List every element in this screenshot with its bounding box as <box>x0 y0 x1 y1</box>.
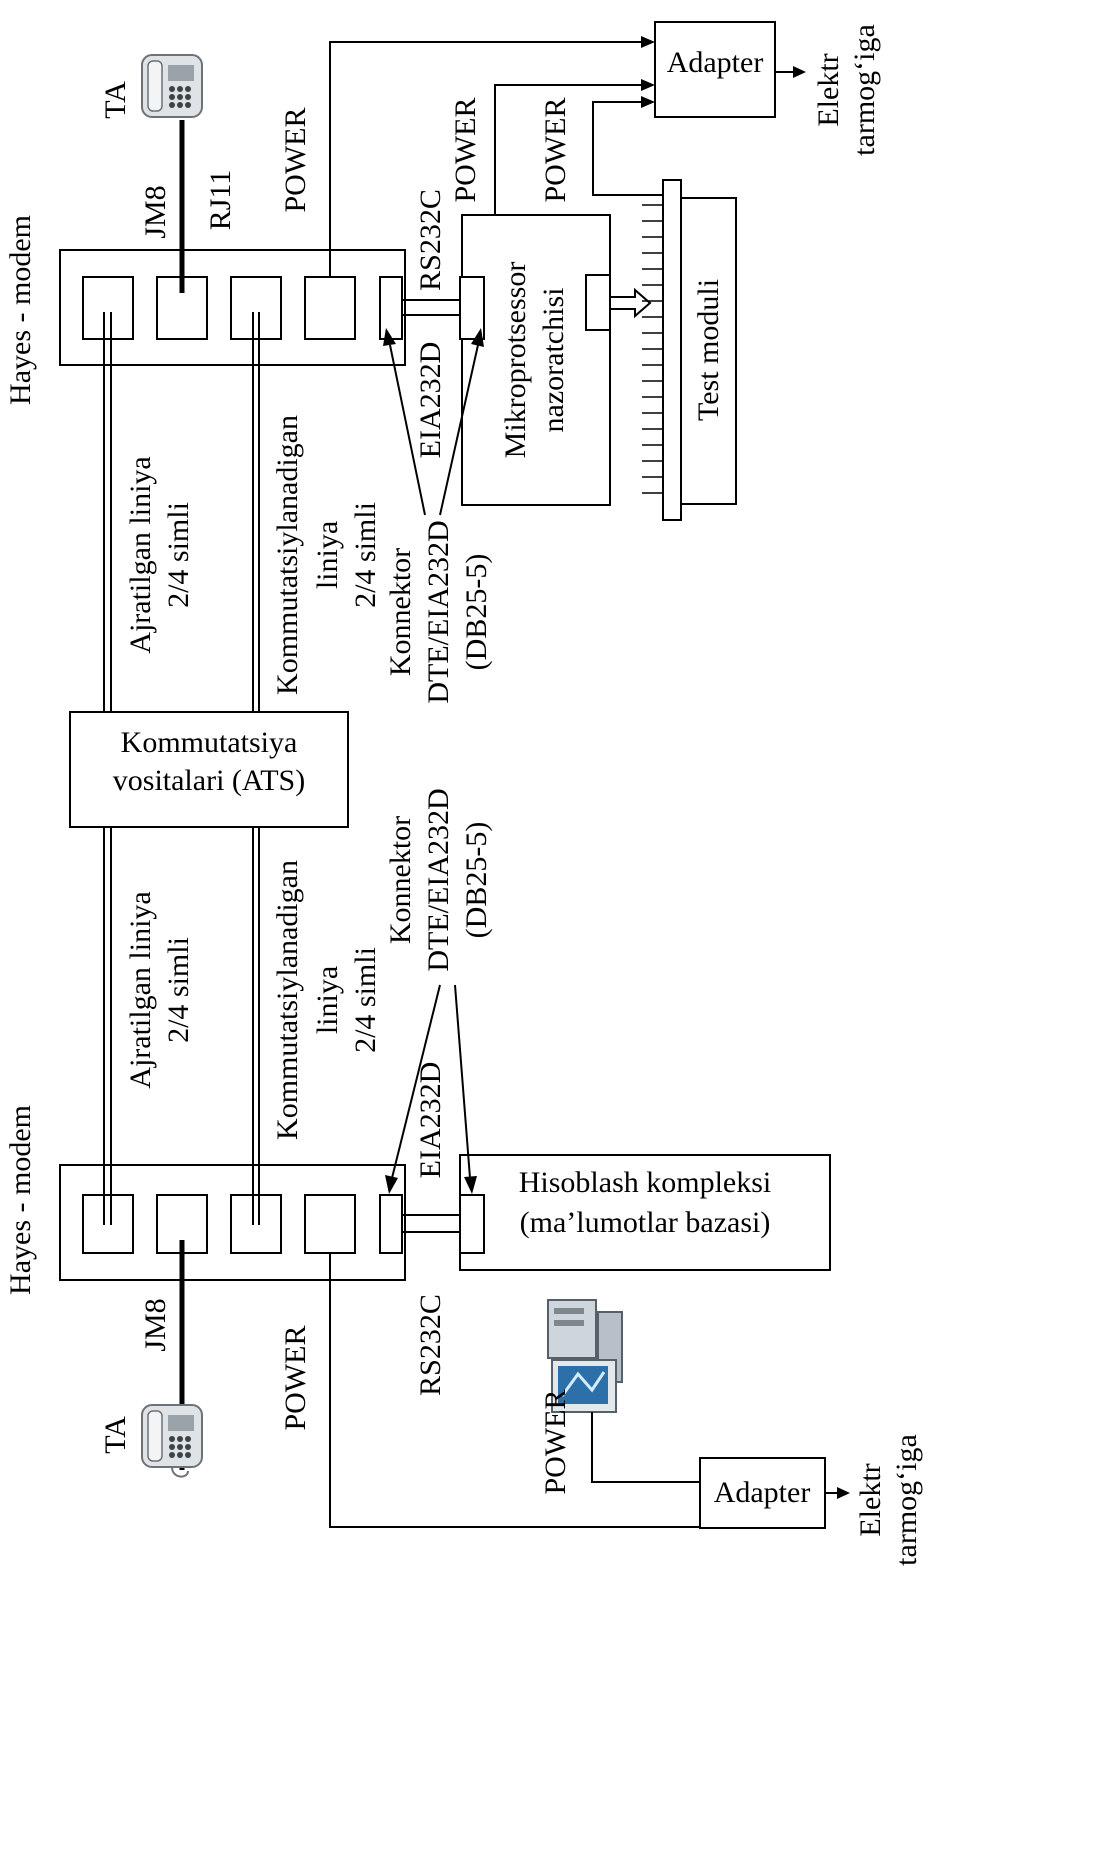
power-pc-label: POWER <box>539 1390 572 1495</box>
rj11-label: RJ11 <box>204 170 237 231</box>
grid-top-label-1: Elektr <box>812 53 845 126</box>
power-line-micro <box>494 84 645 215</box>
connector-pointer-bottom-modem <box>391 984 441 1179</box>
connector-top-label-3: (DB25-5) <box>460 554 493 671</box>
power-test-label: POWER <box>539 98 572 203</box>
power-line-modem-bottom <box>329 1253 700 1528</box>
test-module-rail <box>662 179 682 521</box>
connector-pointer-bottom-computing <box>454 984 471 1179</box>
adapter-top-box <box>654 21 776 118</box>
data-flow-arrow <box>609 287 652 319</box>
arrowhead <box>464 1176 477 1194</box>
connector-pointer-top-modem <box>389 344 426 516</box>
telephone-icon <box>141 54 203 118</box>
grid-bottom-label-2: tarmog‘iga <box>890 1434 923 1566</box>
test-module-label: Test moduli <box>692 279 725 421</box>
adapter-bottom-box <box>699 1457 826 1529</box>
arrowhead <box>385 1175 398 1194</box>
connector-bottom-label-1: Konnektor <box>384 816 417 944</box>
modem-top-port-rs232 <box>379 276 403 340</box>
modem-bottom-port-switched <box>230 1194 282 1254</box>
ats-box <box>69 711 349 828</box>
dedicated-line-bottom <box>103 827 112 1225</box>
modem-top-port-switched <box>230 276 282 340</box>
switched-line-top-label-3: 2/4 simli <box>349 502 382 608</box>
jm8-top-label: JM8 <box>139 185 172 238</box>
telephone-icon <box>141 1404 203 1478</box>
modem-bottom-port-dedicated <box>82 1194 134 1254</box>
power-line-test <box>592 101 665 196</box>
hayes-modem-bottom-label: Hayes - modem <box>4 1105 37 1295</box>
adapter-bottom-label: Adapter <box>714 1476 811 1509</box>
micro-label-1: Mikroprotsessor <box>499 262 532 459</box>
microcontroller-output-port <box>585 274 611 331</box>
power-modem-bottom-label: POWER <box>279 1326 312 1431</box>
test-module-box <box>680 197 737 505</box>
modem-top-port-dedicated <box>82 276 134 340</box>
hayes-modem-top-label: Hayes - modem <box>4 215 37 405</box>
eia232d-top-label: EIA232D <box>414 342 447 459</box>
switched-line-top <box>252 312 260 712</box>
eia232d-bottom-label: EIA232D <box>414 1062 447 1179</box>
arrowhead <box>793 66 806 78</box>
switched-line-bottom-label-2: liniya <box>311 966 344 1034</box>
computing-label-2: (ma’lumotlar bazasi) <box>520 1206 771 1239</box>
modem-bottom-port-power <box>304 1194 356 1254</box>
dedicated-line-top-label-2: 2/4 simli <box>162 502 195 608</box>
connector-pointer-top-micro <box>439 344 479 516</box>
ats-label-2: vositalari (ATS) <box>113 764 305 797</box>
arrowhead <box>641 79 655 91</box>
switched-line-bottom-label-1: Kommutatsiylanadigan <box>271 860 304 1140</box>
power-micro-label: POWER <box>449 98 482 203</box>
arrowhead <box>641 96 655 108</box>
adapter-top-label: Adapter <box>667 46 764 79</box>
micro-label-2: nazoratchisi <box>537 288 570 433</box>
power-line-pc <box>591 1412 700 1483</box>
dedicated-line-top-label-1: Ajratilgan liniya <box>124 456 157 653</box>
modem-bottom-port-rs232 <box>379 1194 403 1254</box>
ats-label-1: Kommutatsiya <box>121 726 298 759</box>
power-modem-top-label: POWER <box>279 108 312 213</box>
connector-bottom-label-3: (DB25-5) <box>460 822 493 939</box>
arrowhead <box>837 1487 850 1499</box>
computing-label-1: Hisoblash kompleksi <box>519 1166 772 1199</box>
switched-line-bottom-label-3: 2/4 simli <box>349 947 382 1053</box>
arrowhead <box>383 328 396 346</box>
computing-complex-port <box>459 1194 485 1254</box>
microcontroller-box <box>461 214 611 506</box>
dedicated-line-top <box>103 312 112 712</box>
arrowhead <box>641 36 655 48</box>
grid-bottom-label-1: Elektr <box>854 1463 887 1536</box>
connector-top-label-2: DTE/EIA232D <box>422 520 455 703</box>
switched-line-top-label-1: Kommutatsiylanadigan <box>271 415 304 695</box>
rs232c-top-label: RS232C <box>414 189 447 291</box>
test-module-pins <box>642 204 663 494</box>
modem-top-port-power <box>304 276 356 340</box>
power-line-modem-top <box>329 41 645 277</box>
rs232c-bottom-label: RS232C <box>414 1294 447 1396</box>
connector-top-label-1: Konnektor <box>384 548 417 676</box>
jm8-bottom-label: JM8 <box>139 1298 172 1351</box>
connector-bottom-label-2: DTE/EIA232D <box>422 788 455 971</box>
grid-top-label-2: tarmog‘iga <box>848 24 881 156</box>
ta-bottom-label: TA <box>99 1416 132 1454</box>
microcontroller-port <box>459 276 485 340</box>
dedicated-line-bottom-label-1: Ajratilgan liniya <box>124 891 157 1088</box>
switched-line-bottom <box>252 827 260 1225</box>
arrowhead <box>471 328 484 347</box>
ta-top-label: TA <box>99 81 132 119</box>
switched-line-top-label-2: liniya <box>311 521 344 589</box>
computer-icon <box>547 1299 623 1413</box>
dedicated-line-bottom-label-2: 2/4 simli <box>162 937 195 1043</box>
